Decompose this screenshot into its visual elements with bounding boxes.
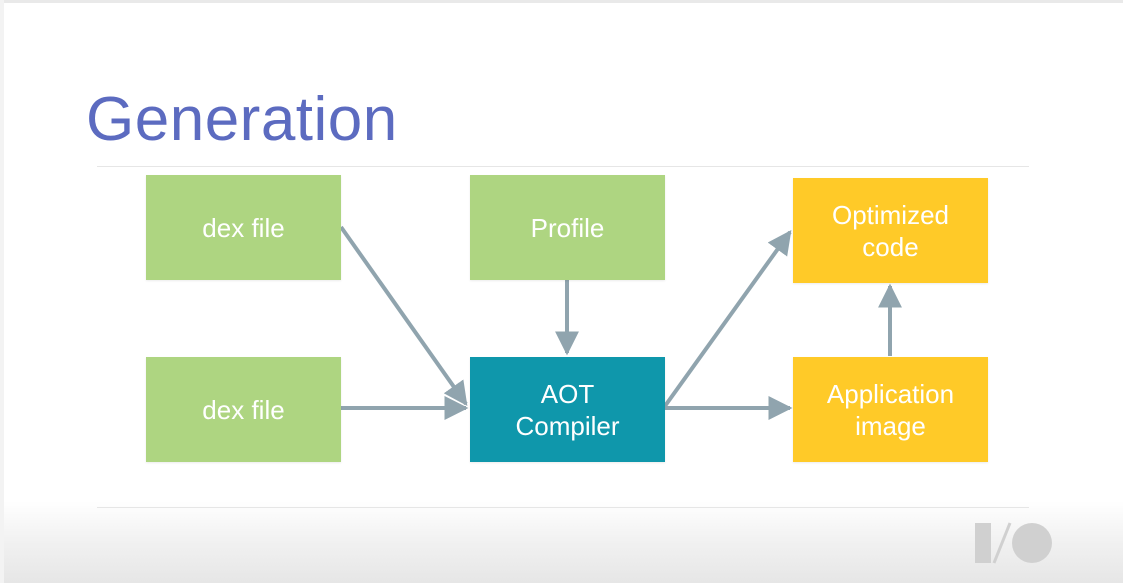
node-dex-file-2: dex file [146,357,341,462]
edge-dex1-to-aot [339,225,468,406]
edge-aot-to-optimized [663,230,792,408]
bottom-divider [97,507,1029,508]
slide-top-edge [0,0,1123,3]
node-optimized-code: Optimized code [793,178,988,283]
top-divider [97,166,1029,167]
node-profile: Profile [470,175,665,280]
node-dex-file-1: dex file [146,175,341,280]
node-application-image: Application image [793,357,988,462]
slide-title: Generation [86,85,398,154]
slide-left-edge [0,0,4,583]
google-io-logo-icon [975,522,1052,564]
node-aot-compiler: AOT Compiler [470,357,665,462]
